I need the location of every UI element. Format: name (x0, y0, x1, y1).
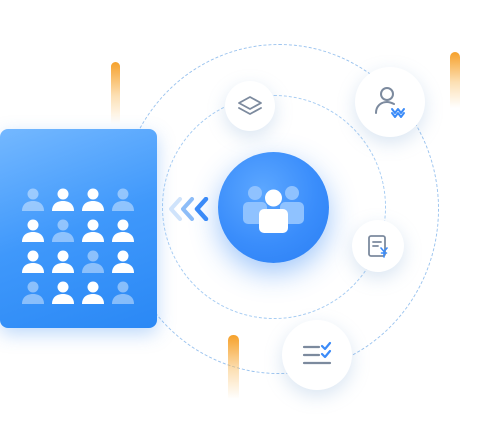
person-icon (112, 250, 134, 273)
task-list-badge (282, 320, 352, 390)
chevron-left-triple-icon (169, 197, 209, 221)
team-hub (218, 152, 329, 263)
invoice-badge (352, 220, 404, 272)
person-icon (112, 219, 134, 242)
person-icon (112, 188, 134, 211)
orange-light-beam (111, 62, 120, 124)
person-icon (82, 219, 104, 242)
layers-icon (238, 96, 262, 115)
person-icon (82, 281, 104, 304)
person-icon (22, 188, 44, 211)
layers-badge (225, 81, 275, 131)
person-icon (52, 281, 74, 304)
user-payment-icon (375, 87, 405, 118)
orange-light-beam (450, 52, 460, 108)
person-icon (82, 250, 104, 273)
person-icon (22, 281, 44, 304)
person-icon (22, 219, 44, 242)
inner-orbit-ring (162, 95, 386, 319)
user-group-icon (243, 186, 304, 233)
person-icon (82, 188, 104, 211)
person-icon (52, 219, 74, 242)
person-icon (22, 250, 44, 273)
task-list-icon (302, 341, 332, 365)
user-directory-card (0, 129, 157, 328)
invoice-yen-icon (368, 235, 388, 258)
person-icon (112, 281, 134, 304)
user-grid-icon (18, 187, 138, 307)
person-icon (52, 250, 74, 273)
person-icon (52, 188, 74, 211)
orange-light-beam (228, 335, 239, 399)
user-payment-badge (355, 67, 425, 137)
